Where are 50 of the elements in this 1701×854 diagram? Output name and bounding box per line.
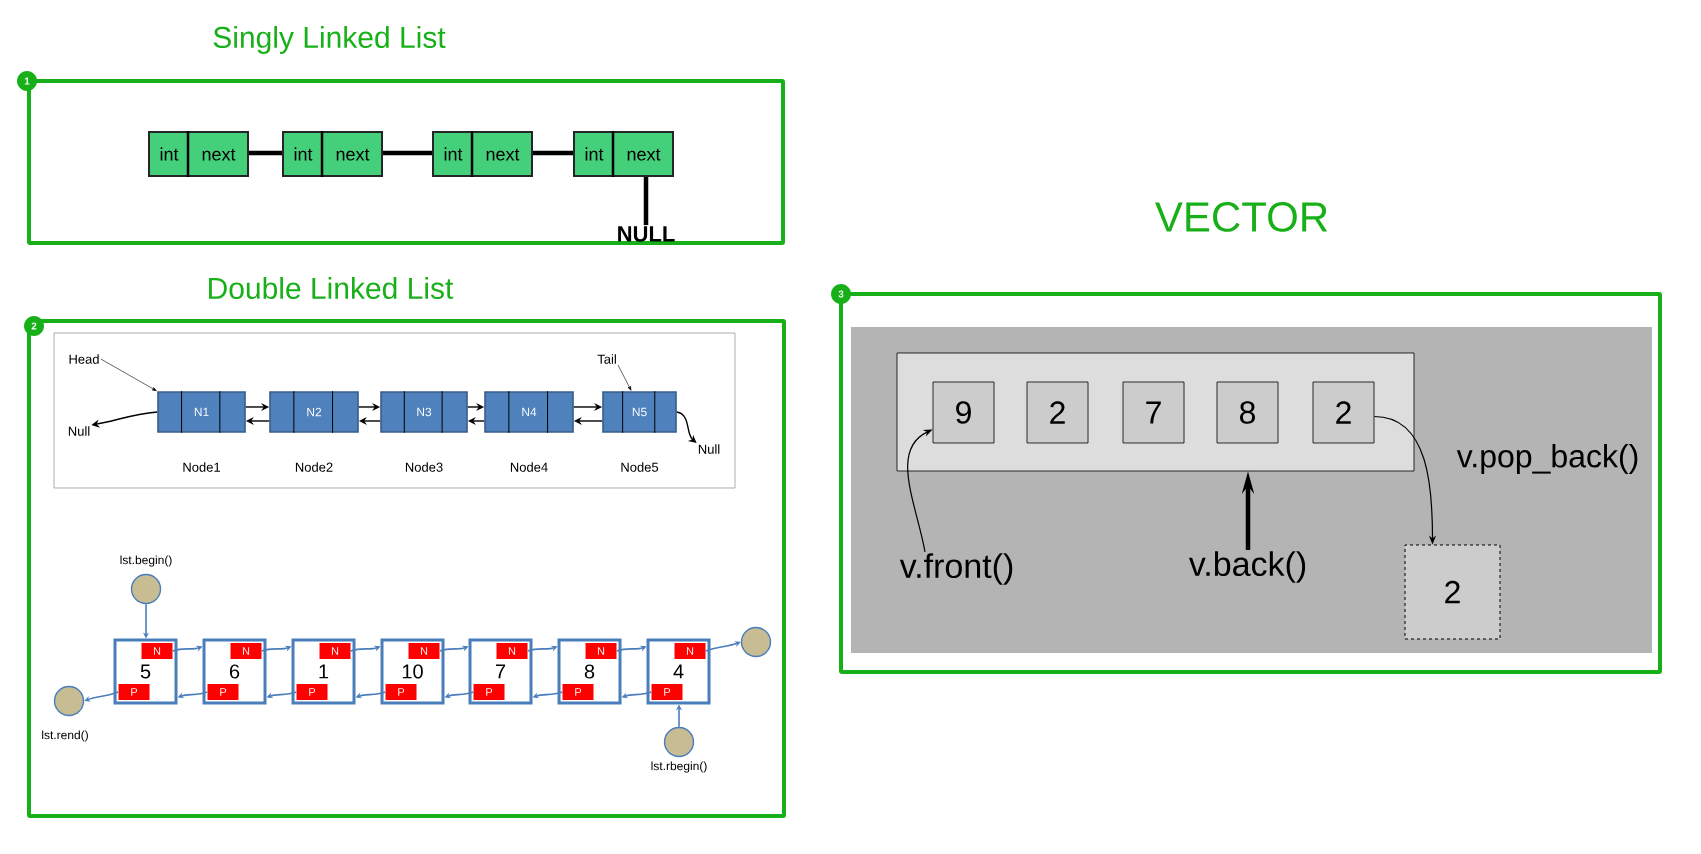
- link-line: [533, 150, 573, 156]
- iterator-circle: [130, 573, 162, 605]
- leader-line: [617, 364, 632, 391]
- node-caption: Node5: [621, 462, 659, 472]
- list-node: N1: [157, 390, 246, 434]
- pointer-label: Null: [698, 444, 720, 454]
- arrow: [676, 411, 697, 443]
- pointer-label: Tail: [597, 354, 616, 364]
- null-label: NULL: [618, 226, 675, 242]
- list-node: int next: [432, 131, 533, 177]
- callout-number: 2: [24, 316, 44, 336]
- link-line: [643, 177, 649, 226]
- arrow: [84, 691, 120, 702]
- panel-title: Singly Linked List: [213, 26, 446, 54]
- function-label: v.front(): [899, 553, 1013, 585]
- list-node: N5: [602, 390, 677, 434]
- iterator-label: lst.rend(): [42, 730, 88, 742]
- callout-number: 3: [831, 284, 851, 304]
- vector-cell: 2: [1312, 381, 1375, 444]
- iterator-circle: [53, 685, 85, 717]
- pointer-label: Head: [69, 354, 99, 364]
- popped-cell: 2: [1404, 544, 1501, 640]
- link-line: [249, 150, 282, 156]
- node-caption: Node4: [510, 462, 548, 472]
- pointer-label: Null: [68, 426, 90, 436]
- node-caption: Node2: [295, 462, 333, 472]
- function-label: v.back(): [1188, 551, 1306, 583]
- vector-cell: 8: [1216, 381, 1279, 444]
- arrow: [704, 641, 741, 652]
- list-node: N3: [380, 390, 468, 434]
- list-node: int next: [573, 131, 674, 177]
- panel-title: VECTOR: [1155, 202, 1328, 232]
- panel-title: Double Linked List: [209, 276, 454, 299]
- callout-number: 1: [17, 71, 37, 91]
- vector-cell: 7: [1122, 381, 1185, 444]
- list-node: int next: [282, 131, 383, 177]
- list-node: N4: [484, 390, 574, 434]
- vector-cell: 2: [1026, 381, 1089, 444]
- list-node: N2: [269, 390, 359, 434]
- edge-label: v.pop_back(): [1454, 442, 1642, 476]
- vector-cell: 9: [932, 381, 995, 444]
- iterator-circle: [740, 626, 772, 658]
- node-caption: Node3: [405, 462, 443, 472]
- iterator-label: lst.rbegin(): [651, 761, 707, 773]
- node-caption: Node1: [183, 462, 221, 472]
- leader-line: [100, 358, 157, 392]
- iterator-circle: [663, 726, 695, 758]
- list-node: int next: [148, 131, 249, 177]
- link-line: [383, 150, 432, 156]
- iterator-label: lst.begin(): [120, 555, 172, 567]
